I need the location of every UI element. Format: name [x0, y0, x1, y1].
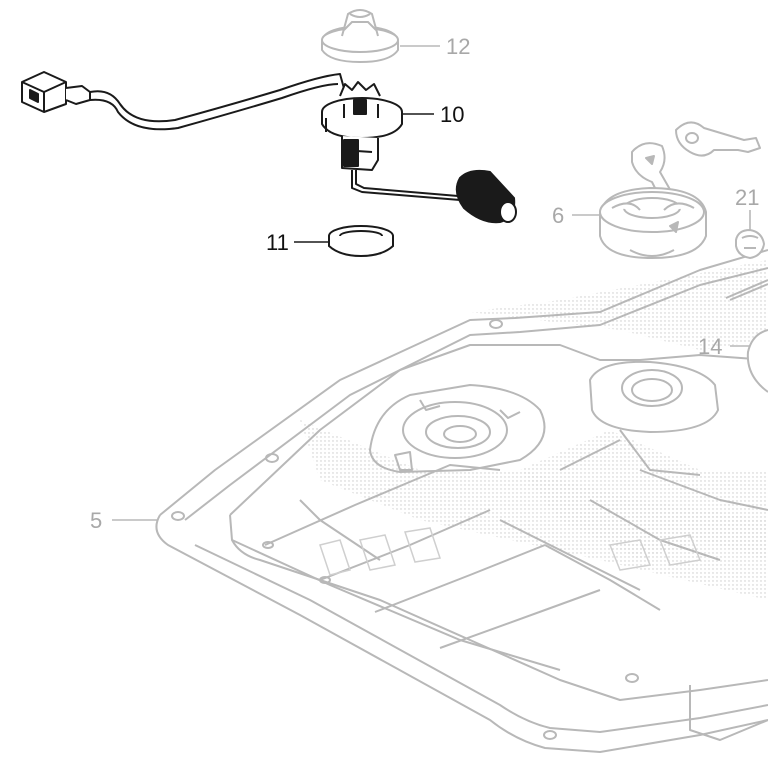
packing-ring	[328, 225, 394, 258]
callout-6: 6	[552, 203, 564, 228]
leader-lines	[112, 45, 751, 521]
callout-14: 14	[698, 334, 722, 359]
inner-cap-part	[321, 9, 399, 64]
callout-10: 10	[440, 102, 464, 127]
tank-brand-embossing	[319, 527, 702, 576]
fuel-sender-unit	[21, 71, 517, 224]
fuel-tank	[155, 249, 768, 753]
callout-21: 21	[735, 185, 759, 210]
callout-11: 11	[266, 230, 289, 255]
part-14-shape	[746, 329, 768, 393]
hose-clip	[725, 228, 768, 301]
locking-fuel-cap	[599, 121, 761, 259]
callout-5: 5	[90, 508, 102, 533]
callout-12: 12	[446, 34, 470, 59]
